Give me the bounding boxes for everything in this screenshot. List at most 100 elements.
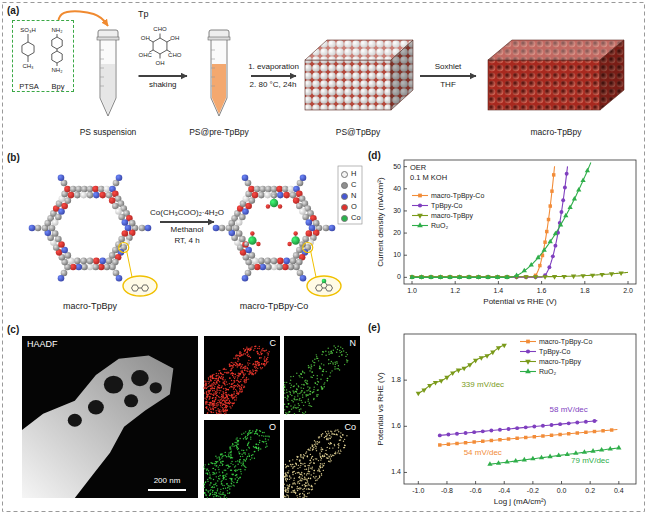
- figure-shape: [212, 474, 213, 475]
- figure-shape: [254, 447, 255, 448]
- figure-shape: [339, 356, 340, 357]
- figure-shape: [209, 390, 210, 391]
- figure-shape: [263, 435, 264, 436]
- figure-shape: [259, 435, 260, 436]
- figure-shape: [310, 460, 311, 461]
- figure-shape: [238, 364, 239, 365]
- figure-shape: [92, 186, 99, 193]
- figure-shape: [210, 489, 211, 490]
- figure-shape: [337, 452, 338, 453]
- figure-shape: [293, 406, 294, 407]
- figure-shape: [216, 395, 217, 396]
- figure-shape: [335, 453, 336, 454]
- figure-shape: [320, 467, 321, 468]
- figure-shape: [247, 368, 248, 369]
- figure-shape: [100, 59, 104, 60]
- figure-shape: [209, 386, 210, 387]
- figure-shape: [218, 390, 219, 391]
- figure-shape: [244, 437, 245, 438]
- figure-shape: [68, 414, 82, 427]
- figure-shape: [233, 482, 234, 483]
- figure-shape: [310, 391, 311, 392]
- figure-shape: [247, 456, 248, 457]
- figure-shape: [243, 348, 244, 349]
- figure-shape: [314, 463, 315, 464]
- figure-shape: [264, 360, 265, 361]
- figure-shape: [212, 403, 213, 404]
- figure-shape: [224, 372, 225, 373]
- figure-shape: [344, 445, 345, 446]
- figure-shape: [303, 494, 304, 495]
- figure-shape: [218, 396, 219, 397]
- figure-shape: [205, 388, 206, 389]
- figure-shape: [208, 378, 209, 379]
- figure-shape: [232, 474, 233, 475]
- figure-shape: [295, 473, 296, 474]
- figure-shape: [268, 439, 269, 440]
- figure-shape: [234, 396, 235, 397]
- figure-shape: [324, 456, 325, 457]
- figure-shape: [302, 463, 303, 464]
- figure-shape: [222, 465, 223, 466]
- figure-shape: [93, 192, 100, 199]
- figure-shape: [87, 258, 94, 265]
- figure-shape: [256, 447, 257, 448]
- figure-shape: [263, 441, 264, 442]
- figure-shape: [321, 363, 322, 364]
- figure-shape: [317, 470, 318, 471]
- figure-shape: [246, 380, 247, 381]
- figure-shape: [206, 470, 207, 471]
- figure-shape: [207, 381, 208, 382]
- figure-shape: [328, 354, 329, 355]
- figure-shape: [288, 411, 289, 412]
- figure-shape: [255, 444, 256, 445]
- figure-shape: [231, 457, 232, 458]
- figure-shape: [237, 447, 238, 448]
- figure-shape: [247, 445, 248, 446]
- figure-shape: [209, 396, 210, 397]
- figure-shape: [229, 377, 230, 378]
- figure-shape: [243, 465, 244, 466]
- figure-shape: [298, 403, 299, 404]
- figure-shape: [330, 372, 331, 373]
- figure-shape: [306, 474, 307, 475]
- figure-shape: [236, 437, 237, 438]
- figure-shape: [304, 469, 305, 470]
- figure-shape: [317, 394, 318, 395]
- figure-shape: [292, 490, 293, 491]
- figure-shape: [287, 488, 288, 489]
- figure-shape: [327, 378, 328, 379]
- figure-shape: [215, 378, 216, 379]
- figure-shape: [210, 393, 211, 394]
- figure-shape: [218, 370, 219, 371]
- figure-shape: [231, 394, 232, 395]
- figure-shape: [303, 458, 304, 459]
- figure-shape: [221, 480, 222, 481]
- figure-shape: [316, 450, 317, 451]
- figure-shape: [205, 403, 206, 404]
- figure-shape: [342, 434, 343, 435]
- figure-shape: [222, 455, 223, 456]
- figure-shape: [208, 404, 209, 405]
- figure-shape: [255, 346, 256, 347]
- figure-shape: [58, 174, 65, 181]
- figure-shape: [307, 276, 341, 296]
- figure-shape: [309, 489, 310, 490]
- figure-shape: [312, 371, 313, 372]
- figure-shape: [334, 366, 335, 367]
- figure-shape: [303, 384, 304, 385]
- figure-shape: [223, 411, 224, 412]
- figure-shape: [311, 474, 312, 475]
- figure-shape: [254, 346, 255, 347]
- figure-shape: [225, 397, 226, 398]
- figure-shape: [204, 380, 205, 381]
- figure-shape: [300, 400, 301, 401]
- figure-shape: [290, 477, 291, 478]
- figure-shape: [329, 376, 330, 377]
- figure-shape: [343, 441, 344, 442]
- figure-shape: [340, 451, 341, 452]
- figure-shape: [232, 365, 233, 366]
- figure-shape: [342, 348, 343, 349]
- figure-shape: [227, 487, 228, 488]
- figure-shape: [284, 420, 360, 498]
